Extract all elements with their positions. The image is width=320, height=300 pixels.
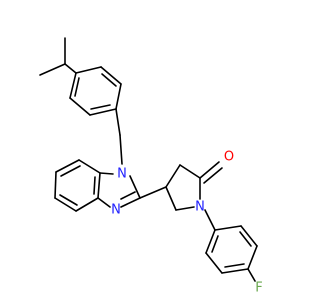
bond bbox=[165, 164, 181, 188]
bond bbox=[99, 172, 114, 175]
bond bbox=[75, 197, 99, 212]
bond bbox=[139, 186, 167, 199]
bond bbox=[203, 167, 223, 184]
bond bbox=[239, 231, 252, 247]
bond bbox=[97, 197, 111, 208]
atom-label-f: F bbox=[255, 281, 262, 296]
bond bbox=[69, 72, 77, 99]
bond bbox=[214, 225, 242, 231]
bond bbox=[60, 165, 81, 177]
bond bbox=[69, 97, 91, 116]
bond bbox=[224, 263, 245, 268]
bond-layer bbox=[39, 37, 258, 282]
bond bbox=[120, 191, 136, 200]
bond bbox=[129, 175, 141, 199]
bond bbox=[247, 268, 256, 282]
atom-label-n3: N bbox=[111, 203, 121, 218]
molecule-diagram: N N N O F bbox=[39, 37, 263, 296]
bond bbox=[100, 66, 122, 85]
bond bbox=[55, 159, 80, 173]
bond bbox=[39, 63, 66, 76]
bond bbox=[204, 209, 216, 231]
atom-label-o: O bbox=[224, 150, 234, 165]
bond bbox=[75, 66, 102, 74]
bond bbox=[89, 108, 117, 116]
bond bbox=[247, 245, 258, 270]
atom-label-n-lactam: N bbox=[195, 200, 205, 215]
bond bbox=[240, 225, 258, 247]
bond bbox=[54, 171, 57, 199]
bond bbox=[115, 108, 121, 136]
structure-canvas: N N N O F bbox=[39, 37, 263, 296]
bond bbox=[175, 206, 195, 211]
bond bbox=[93, 176, 96, 195]
bond bbox=[101, 73, 117, 87]
bond bbox=[115, 83, 122, 110]
bond bbox=[205, 252, 223, 274]
bond bbox=[64, 63, 77, 74]
bond bbox=[54, 197, 77, 212]
bond bbox=[59, 194, 78, 206]
bond bbox=[120, 197, 141, 208]
bond bbox=[90, 104, 111, 110]
bond bbox=[78, 159, 101, 174]
bond bbox=[205, 229, 216, 254]
bond bbox=[221, 268, 249, 274]
atom-label-n1: N bbox=[117, 167, 127, 182]
bond bbox=[199, 161, 220, 179]
atom-label-layer: N N N O F bbox=[111, 150, 263, 296]
bond bbox=[179, 164, 201, 179]
bond bbox=[211, 235, 219, 253]
bond bbox=[165, 186, 177, 211]
bond bbox=[119, 134, 123, 165]
bond bbox=[97, 172, 101, 199]
bond bbox=[74, 77, 80, 97]
